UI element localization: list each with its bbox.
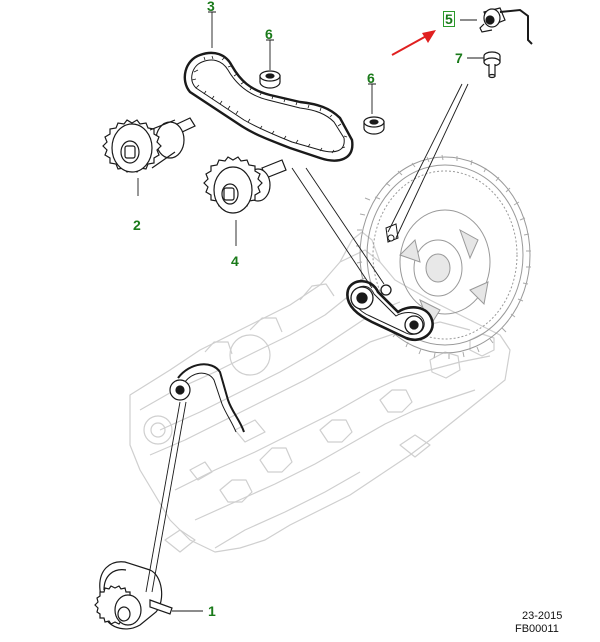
part-5-sensor	[479, 7, 533, 45]
callout-3: 3	[207, 0, 215, 14]
part-4-cam-sprocket	[203, 156, 287, 214]
installed-sensor-on-flywheel	[385, 223, 399, 243]
part-3-timing-belt	[183, 51, 354, 162]
callout-4: 4	[231, 253, 239, 269]
part-6-nut-upper	[259, 70, 281, 89]
callout-6-lower: 6	[367, 70, 375, 86]
leader-ticks	[208, 11, 376, 85]
callout-7: 7	[455, 50, 463, 66]
callout-1: 1	[208, 603, 216, 619]
lower-timing-belt-ghost	[177, 363, 245, 433]
red-arrow	[391, 30, 436, 56]
lower-sprocket-on-engine	[169, 379, 191, 401]
part-6-nut-lower	[363, 116, 385, 135]
flywheel-ring-gear	[359, 156, 531, 354]
callout-2: 2	[133, 217, 141, 233]
part-7-bolt	[483, 51, 501, 79]
part-2-cam-sprocket	[102, 117, 196, 173]
date-code: 23-2015	[522, 610, 563, 622]
figure-id: FB00011	[515, 623, 559, 635]
engine-block-outline	[129, 231, 511, 553]
part-1-crank-sprocket	[94, 561, 173, 630]
callout-5-highlighted: 5	[443, 11, 455, 27]
leader-lines	[137, 12, 484, 612]
engine-belt-assembly	[346, 279, 434, 341]
callout-6-upper: 6	[265, 26, 273, 42]
